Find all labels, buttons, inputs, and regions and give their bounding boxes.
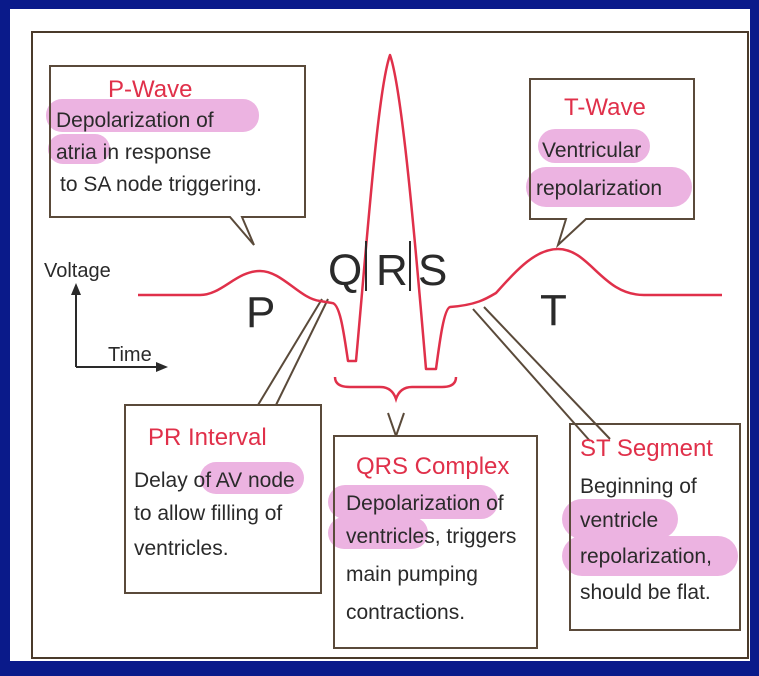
p-wave-box xyxy=(49,65,306,246)
p-letter: P xyxy=(246,288,275,337)
qrs-bracket xyxy=(333,376,458,403)
time-arrow-icon xyxy=(156,362,168,372)
st-pointer-line xyxy=(483,306,611,440)
t-wave-line: Ventricular xyxy=(542,139,641,162)
t-wave-box xyxy=(529,78,695,249)
diagram-frame xyxy=(31,31,749,659)
st-segment-box xyxy=(569,423,741,631)
pr-interval-line: to allow filling of xyxy=(134,502,282,525)
qrs-complex-box xyxy=(333,435,538,649)
pr-interval-line: Delay of AV node xyxy=(134,469,295,492)
t-wave-title: T-Wave xyxy=(564,94,646,121)
q-letter: Q xyxy=(328,246,362,295)
qrs-complex-line: Depolarization of xyxy=(346,492,504,515)
highlight-mark xyxy=(46,99,259,132)
p-wave-line: to SA node triggering. xyxy=(60,173,262,196)
r-letter: R xyxy=(376,246,408,295)
pointer-lines xyxy=(257,298,611,442)
highlight-mark xyxy=(562,499,678,539)
pr-pointer-line xyxy=(257,298,323,406)
axis-arrows xyxy=(71,283,168,372)
qrs-pointer-line xyxy=(387,412,397,437)
p-wave-line: atria in response xyxy=(56,141,211,164)
s-letter: S xyxy=(418,246,447,295)
voltage-arrow-icon xyxy=(71,283,81,295)
qrs-complex-line: contractions. xyxy=(346,601,465,624)
highlight-mark xyxy=(200,462,304,494)
highlight-mark xyxy=(562,536,738,576)
highlight-mark xyxy=(328,485,498,519)
ecg-diagram: Voltage Time P Q R S T P-Wave Depolariza… xyxy=(10,9,750,661)
pr-interval-line: ventricles. xyxy=(134,537,229,560)
qrs-complex-line: ventricles, triggers xyxy=(346,525,516,548)
t-wave-line: repolarization xyxy=(536,177,662,200)
t-letter: T xyxy=(540,286,567,335)
callout-boxes xyxy=(49,65,741,649)
highlight-mark xyxy=(538,129,650,163)
st-segment-line: Beginning of xyxy=(580,475,697,498)
highlight-mark xyxy=(48,134,110,164)
ecg-diagram-svg: Voltage Time P Q R S T P-Wave Depolariza… xyxy=(31,31,749,659)
qrs-pointer-line xyxy=(395,412,405,437)
highlight-mark xyxy=(328,517,428,549)
st-segment-line: ventricle xyxy=(580,509,658,532)
qrs-complex-line: main pumping xyxy=(346,563,478,586)
pr-interval-title: PR Interval xyxy=(148,424,267,451)
st-pointer-line xyxy=(472,308,591,442)
p-wave-line: Depolarization of xyxy=(56,109,214,132)
pr-interval-box xyxy=(124,404,322,594)
st-segment-line: repolarization, xyxy=(580,545,712,568)
p-wave-title: P-Wave xyxy=(108,76,192,103)
st-segment-line: should be flat. xyxy=(580,581,711,604)
st-segment-title: ST Segment xyxy=(580,435,713,462)
highlight-marks xyxy=(46,99,738,576)
ecg-waveform xyxy=(138,53,722,371)
pr-pointer-line xyxy=(275,298,329,406)
highlight-mark xyxy=(526,167,692,207)
voltage-label: Voltage xyxy=(44,260,111,282)
time-label: Time xyxy=(108,344,152,366)
qrs-complex-title: QRS Complex xyxy=(356,453,509,480)
